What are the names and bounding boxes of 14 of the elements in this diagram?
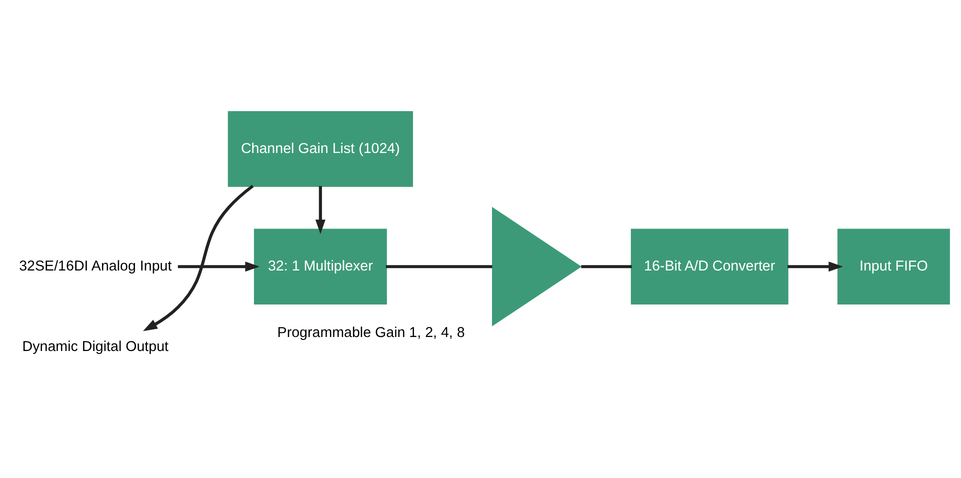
arrow bbox=[142, 184, 254, 332]
arrow bbox=[177, 262, 260, 272]
arrow bbox=[314, 186, 325, 234]
connector bbox=[385, 265, 492, 268]
arrow bbox=[787, 262, 842, 272]
node-label: Programmable Gain 1, 2, 4, 8 bbox=[276, 324, 464, 341]
node-box: 16-Bit A/D Converter bbox=[630, 228, 788, 304]
node-triangle bbox=[492, 206, 582, 326]
node-box: Input FIFO bbox=[836, 228, 950, 304]
node-box: Channel Gain List (1024) bbox=[227, 111, 412, 187]
node-text: Dynamic Digital Output bbox=[22, 339, 168, 356]
node-box: 32: 1 Multiplexer bbox=[253, 228, 386, 304]
node-text: 32SE/16DI Analog Input bbox=[18, 258, 172, 274]
connector bbox=[580, 265, 632, 268]
